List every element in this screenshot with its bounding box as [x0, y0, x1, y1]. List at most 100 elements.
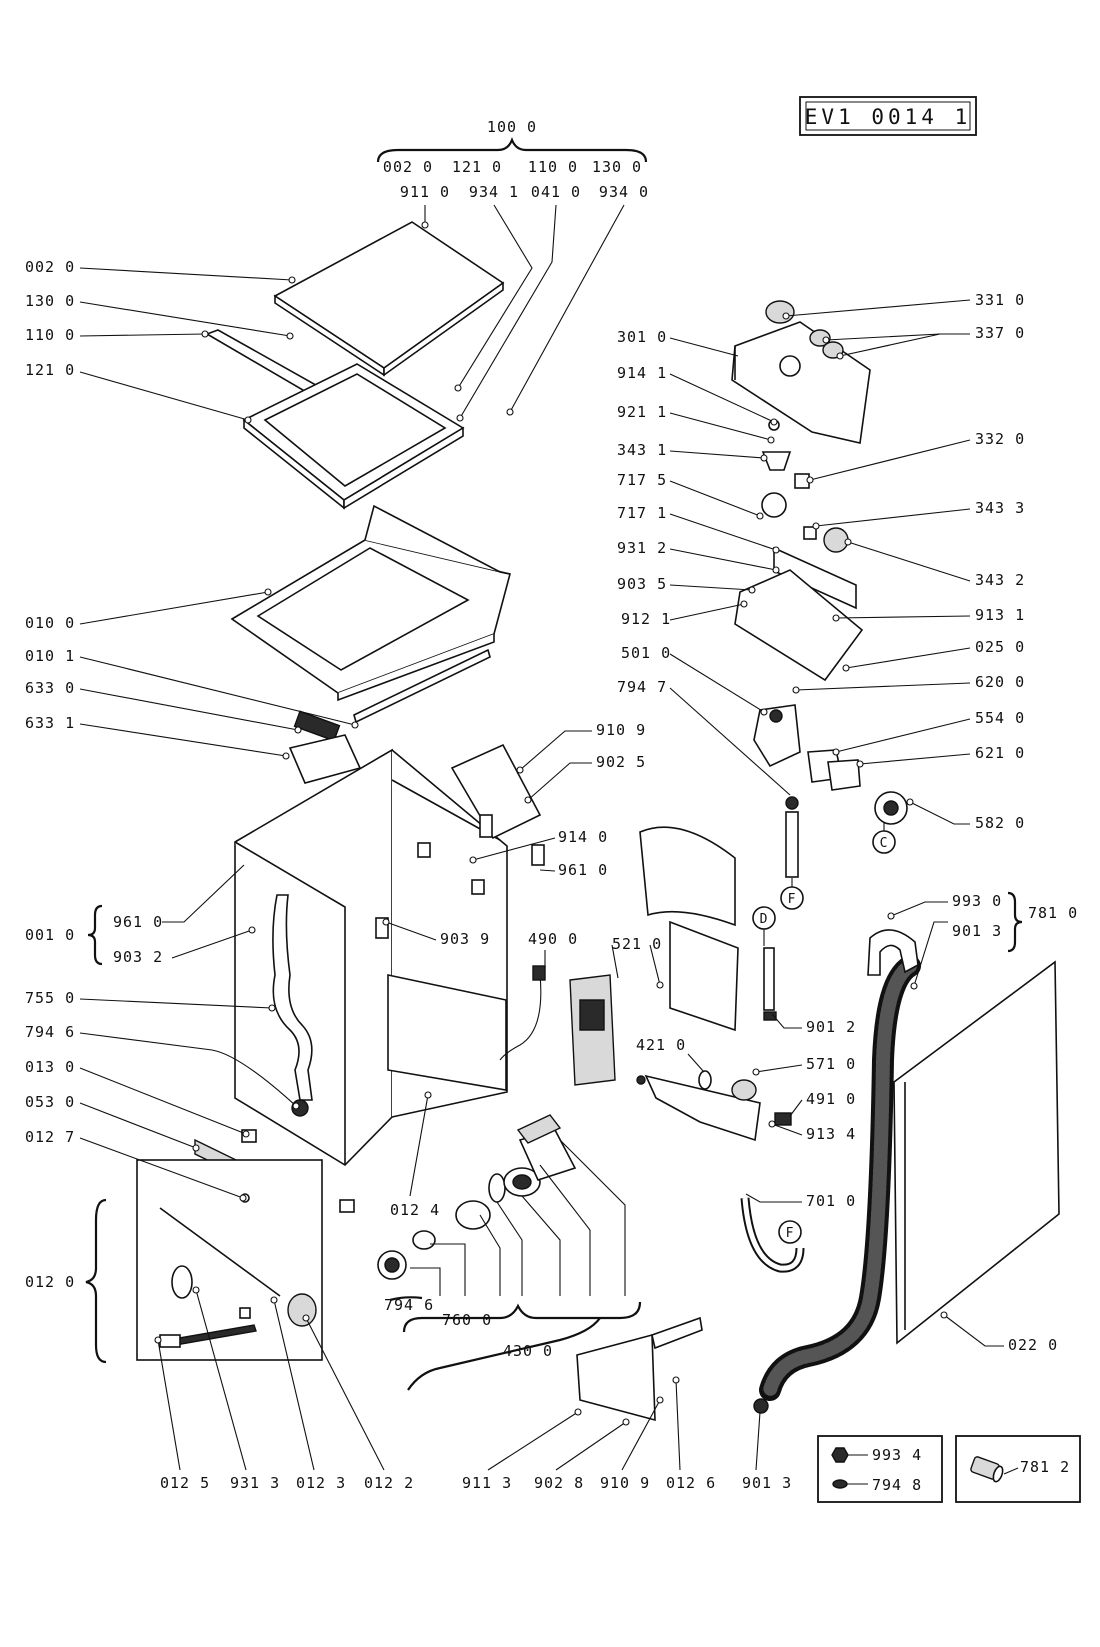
group-100-member-3: 110 0: [528, 158, 578, 176]
callout-633-0: 633 0: [25, 679, 75, 697]
callout-012-5: 012 5: [160, 1474, 210, 1492]
right-callouts: 331 0 337 0 332 0 343 3 343 2 913 1 025 …: [782, 291, 1025, 832]
callout-331-0: 331 0: [975, 291, 1025, 309]
callout-002-0: 002 0: [25, 258, 75, 276]
bottom-callouts: 012 5 931 3 012 3 012 2 794 6 760 0 911 …: [154, 1286, 792, 1492]
group-430-label: 430 0: [503, 1342, 553, 1360]
callout-343-1: 343 1: [617, 441, 667, 459]
callout-621-0: 621 0: [975, 744, 1025, 762]
group-100-member-6: 934 1: [469, 183, 519, 201]
callout-760-0: 760 0: [442, 1311, 492, 1329]
callout-013-0: 013 0: [25, 1058, 75, 1076]
callout-914-0: 914 0: [558, 828, 608, 846]
right-middle-callouts: 901 2 421 0 571 0 491 0 913 4 701 0 022 …: [636, 1013, 1058, 1354]
worktop-lid: [273, 221, 505, 369]
callout-337-0: 337 0: [975, 324, 1025, 342]
callout-130-0: 130 0: [25, 292, 75, 310]
callout-012-4: 012 4: [390, 1201, 440, 1219]
marker-f-top: F: [788, 892, 797, 907]
callout-332-0: 332 0: [975, 430, 1025, 448]
assembly-group-012: 012 0: [25, 1198, 107, 1364]
callout-301-0: 301 0: [617, 328, 667, 346]
callout-901-3-bottom: 901 3: [742, 1474, 792, 1492]
pump-column-callouts: 301 0 914 1 921 1 343 1 717 5 717 1 931 …: [617, 328, 791, 796]
callout-902-5: 902 5: [596, 753, 646, 771]
callout-554-0: 554 0: [975, 709, 1025, 727]
motor-plate: [734, 569, 864, 682]
callout-913-1: 913 1: [975, 606, 1025, 624]
callout-501-0: 501 0: [621, 644, 671, 662]
callout-421-0: 421 0: [636, 1036, 686, 1054]
callout-903-9: 903 9: [440, 930, 490, 948]
top-group-leaders: [421, 204, 625, 422]
group-100-member-7: 041 0: [531, 183, 581, 201]
legend-code-1: 993 4: [872, 1446, 922, 1464]
group-012-label: 012 0: [25, 1273, 75, 1291]
callout-025-0: 025 0: [975, 638, 1025, 656]
connection-markers: C F D F: [752, 822, 896, 1244]
nut-icon: [831, 1447, 849, 1463]
assembly-group-001: 001 0 961 0 903 2: [25, 864, 256, 966]
legend-code-2: 794 8: [872, 1476, 922, 1494]
callout-910-9-bottom: 910 9: [600, 1474, 650, 1492]
callout-110-0: 110 0: [25, 326, 75, 344]
marker-f-bottom: F: [786, 1226, 795, 1241]
callout-931-2: 931 2: [617, 539, 667, 557]
group-100-member-2: 121 0: [452, 158, 502, 176]
washer-icon: [832, 1479, 848, 1489]
group-100-title: 100 0: [487, 118, 537, 136]
callout-521-0: 521 0: [612, 935, 662, 953]
callout-701-0: 701 0: [806, 1192, 856, 1210]
callout-755-0: 755 0: [25, 989, 75, 1007]
callout-571-0: 571 0: [806, 1055, 856, 1073]
callout-921-1: 921 1: [617, 403, 667, 421]
document-code: EV1 0014 1: [805, 105, 971, 129]
callout-794-6-left: 794 6: [25, 1023, 75, 1041]
callout-012-7: 012 7: [25, 1128, 75, 1146]
callout-343-2: 343 2: [975, 571, 1025, 589]
group-100-member-5: 911 0: [400, 183, 450, 201]
group-100-member-8: 934 0: [599, 183, 649, 201]
callout-012-2: 012 2: [364, 1474, 414, 1492]
assembly-group-430: 430 0: [389, 1139, 642, 1391]
group-781-label: 781 0: [1028, 904, 1078, 922]
group-100-member-1: 002 0: [383, 158, 433, 176]
callout-902-8: 902 8: [534, 1474, 584, 1492]
callout-910-9-top: 910 9: [596, 721, 646, 739]
marker-c: C: [880, 836, 889, 851]
callout-022-0: 022 0: [1008, 1336, 1058, 1354]
callout-717-1: 717 1: [617, 504, 667, 522]
group-001-member-1: 961 0: [113, 913, 163, 931]
group-001-label: 001 0: [25, 926, 75, 944]
assembly-group-100: 100 0 002 0 121 0 110 0 130 0 911 0 934 …: [376, 118, 649, 201]
document-code-box: EV1 0014 1: [799, 96, 977, 136]
callout-012-3: 012 3: [296, 1474, 346, 1492]
callout-491-0: 491 0: [806, 1090, 856, 1108]
callout-620-0: 620 0: [975, 673, 1025, 691]
group-781-member-2: 901 3: [952, 922, 1002, 940]
parts-artwork: [136, 221, 1060, 1422]
callout-010-1: 010 1: [25, 647, 75, 665]
callout-794-7: 794 7: [617, 678, 667, 696]
callout-903-5: 903 5: [617, 575, 667, 593]
callout-912-1: 912 1: [621, 610, 671, 628]
left-callouts: 002 0 130 0 110 0 121 0 010 0 010 1 633 …: [25, 258, 359, 1202]
callout-010-0: 010 0: [25, 614, 75, 632]
callout-911-3: 911 3: [462, 1474, 512, 1492]
legend: 993 4 794 8 781 2: [817, 1435, 1081, 1503]
callout-121-0: 121 0: [25, 361, 75, 379]
callout-961-0-mid: 961 0: [558, 861, 608, 879]
marker-d: D: [760, 912, 769, 927]
hose-fitting-icon: [970, 1456, 1004, 1483]
callout-053-0: 053 0: [25, 1093, 75, 1111]
callout-794-6-bottom: 794 6: [384, 1296, 434, 1314]
side-panel: [893, 960, 1060, 1345]
legend-code-3: 781 2: [1020, 1458, 1070, 1476]
callout-633-1: 633 1: [25, 714, 75, 732]
callout-582-0: 582 0: [975, 814, 1025, 832]
group-001-member-2: 903 2: [113, 948, 163, 966]
callout-717-5: 717 5: [617, 471, 667, 489]
middle-callouts: 910 9 902 5 914 0 961 0 903 9 490 0 521 …: [382, 721, 664, 1219]
callout-343-3: 343 3: [975, 499, 1025, 517]
